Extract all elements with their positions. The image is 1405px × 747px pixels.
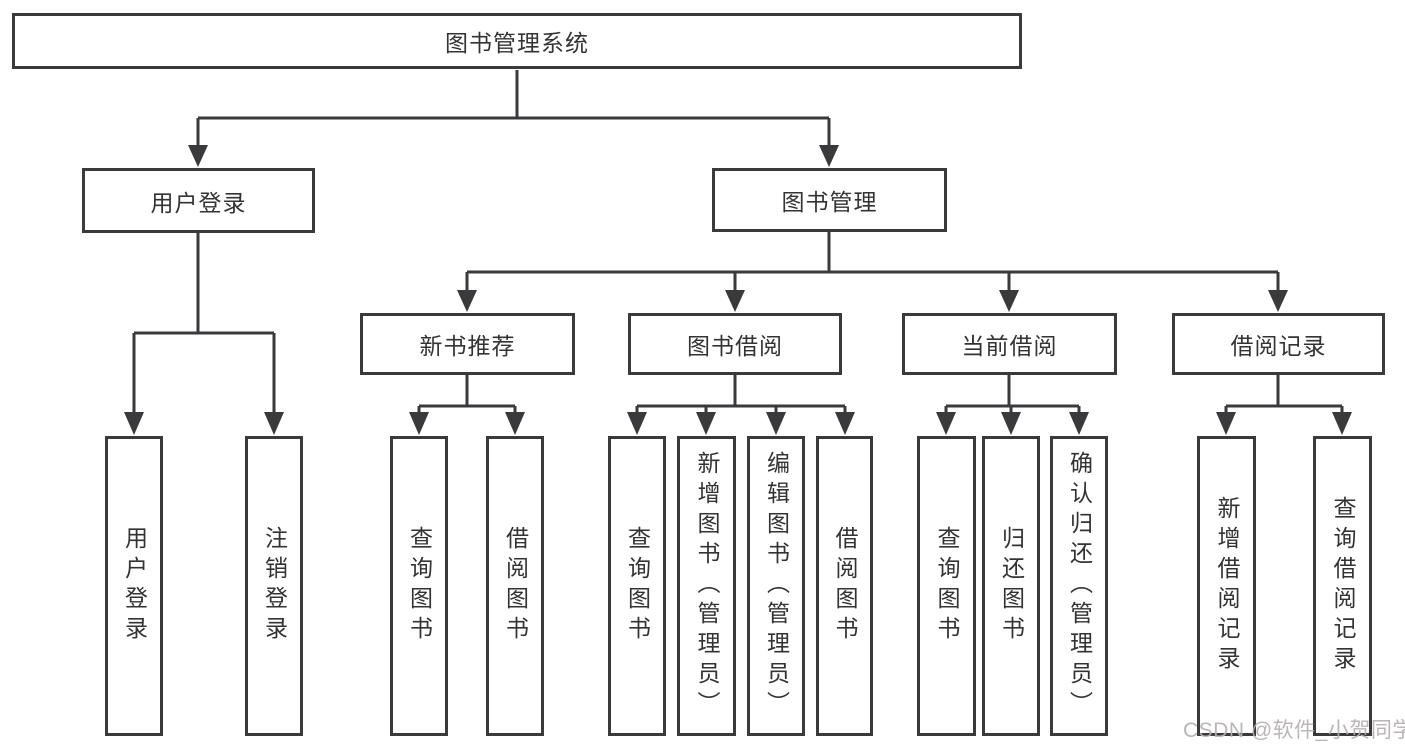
leaf-query-books-recommend: 查询图书 (390, 436, 448, 736)
leaf-add-book-admin: 新增图书（管理员） (677, 436, 736, 736)
leaf-edit-book-admin: 编辑图书（管理员） (747, 436, 805, 736)
node-current-borrow: 当前借阅 (902, 313, 1117, 375)
leaf-borrow-books-label: 借阅图书 (832, 526, 858, 646)
leaf-add-borrow-record: 新增借阅记录 (1197, 436, 1256, 736)
node-new-book-recommend: 新书推荐 (360, 313, 575, 375)
leaf-query-books-borrow-label: 查询图书 (624, 526, 651, 646)
node-library-system: 图书管理系统 (12, 13, 1022, 69)
node-new-book-recommend-label: 新书推荐 (419, 333, 516, 359)
node-user-login: 用户登录 (82, 168, 315, 233)
leaf-borrow-books-recommend: 借阅图书 (486, 436, 544, 736)
node-book-management-label: 图书管理 (781, 189, 878, 215)
leaf-query-books-current-label: 查询图书 (934, 526, 960, 646)
csdn-watermark: CSDN @软件_小贺同学 (1183, 719, 1405, 742)
leaf-return-book-label: 归还图书 (998, 526, 1025, 646)
node-book-borrow: 图书借阅 (628, 313, 842, 375)
leaf-confirm-return-admin-label: 确认归还（管理员） (1066, 451, 1093, 721)
node-book-management: 图书管理 (712, 168, 947, 232)
arrowheads (124, 145, 1352, 435)
node-borrow-records-label: 借阅记录 (1230, 333, 1327, 359)
leaf-borrow-books: 借阅图书 (816, 436, 873, 736)
leaf-edit-book-admin-label: 编辑图书（管理员） (763, 451, 790, 721)
leaf-borrow-books-recommend-label: 借阅图书 (502, 526, 529, 646)
node-user-login-label: 用户登录 (150, 189, 247, 216)
leaf-add-book-admin-label: 新增图书（管理员） (694, 451, 720, 721)
leaf-user-login-label: 用户登录 (121, 526, 148, 646)
leaf-logout-label: 注销登录 (261, 526, 288, 646)
leaf-confirm-return-admin: 确认归还（管理员） (1050, 436, 1108, 736)
leaf-query-books-current: 查询图书 (917, 436, 976, 736)
node-current-borrow-label: 当前借阅 (961, 333, 1058, 359)
node-book-borrow-label: 图书借阅 (687, 333, 783, 359)
leaf-query-books-borrow: 查询图书 (608, 436, 666, 736)
node-borrow-records: 借阅记录 (1172, 313, 1385, 375)
leaf-logout: 注销登录 (245, 436, 303, 736)
node-library-system-label: 图书管理系统 (445, 30, 589, 56)
leaf-return-book: 归还图书 (982, 436, 1040, 736)
leaf-user-login: 用户登录 (105, 436, 163, 736)
leaf-query-borrow-record: 查询借阅记录 (1313, 436, 1372, 736)
leaf-query-books-recommend-label: 查询图书 (406, 526, 433, 646)
leaf-query-borrow-record-label: 查询借阅记录 (1330, 496, 1356, 676)
leaf-add-borrow-record-label: 新增借阅记录 (1214, 496, 1240, 676)
